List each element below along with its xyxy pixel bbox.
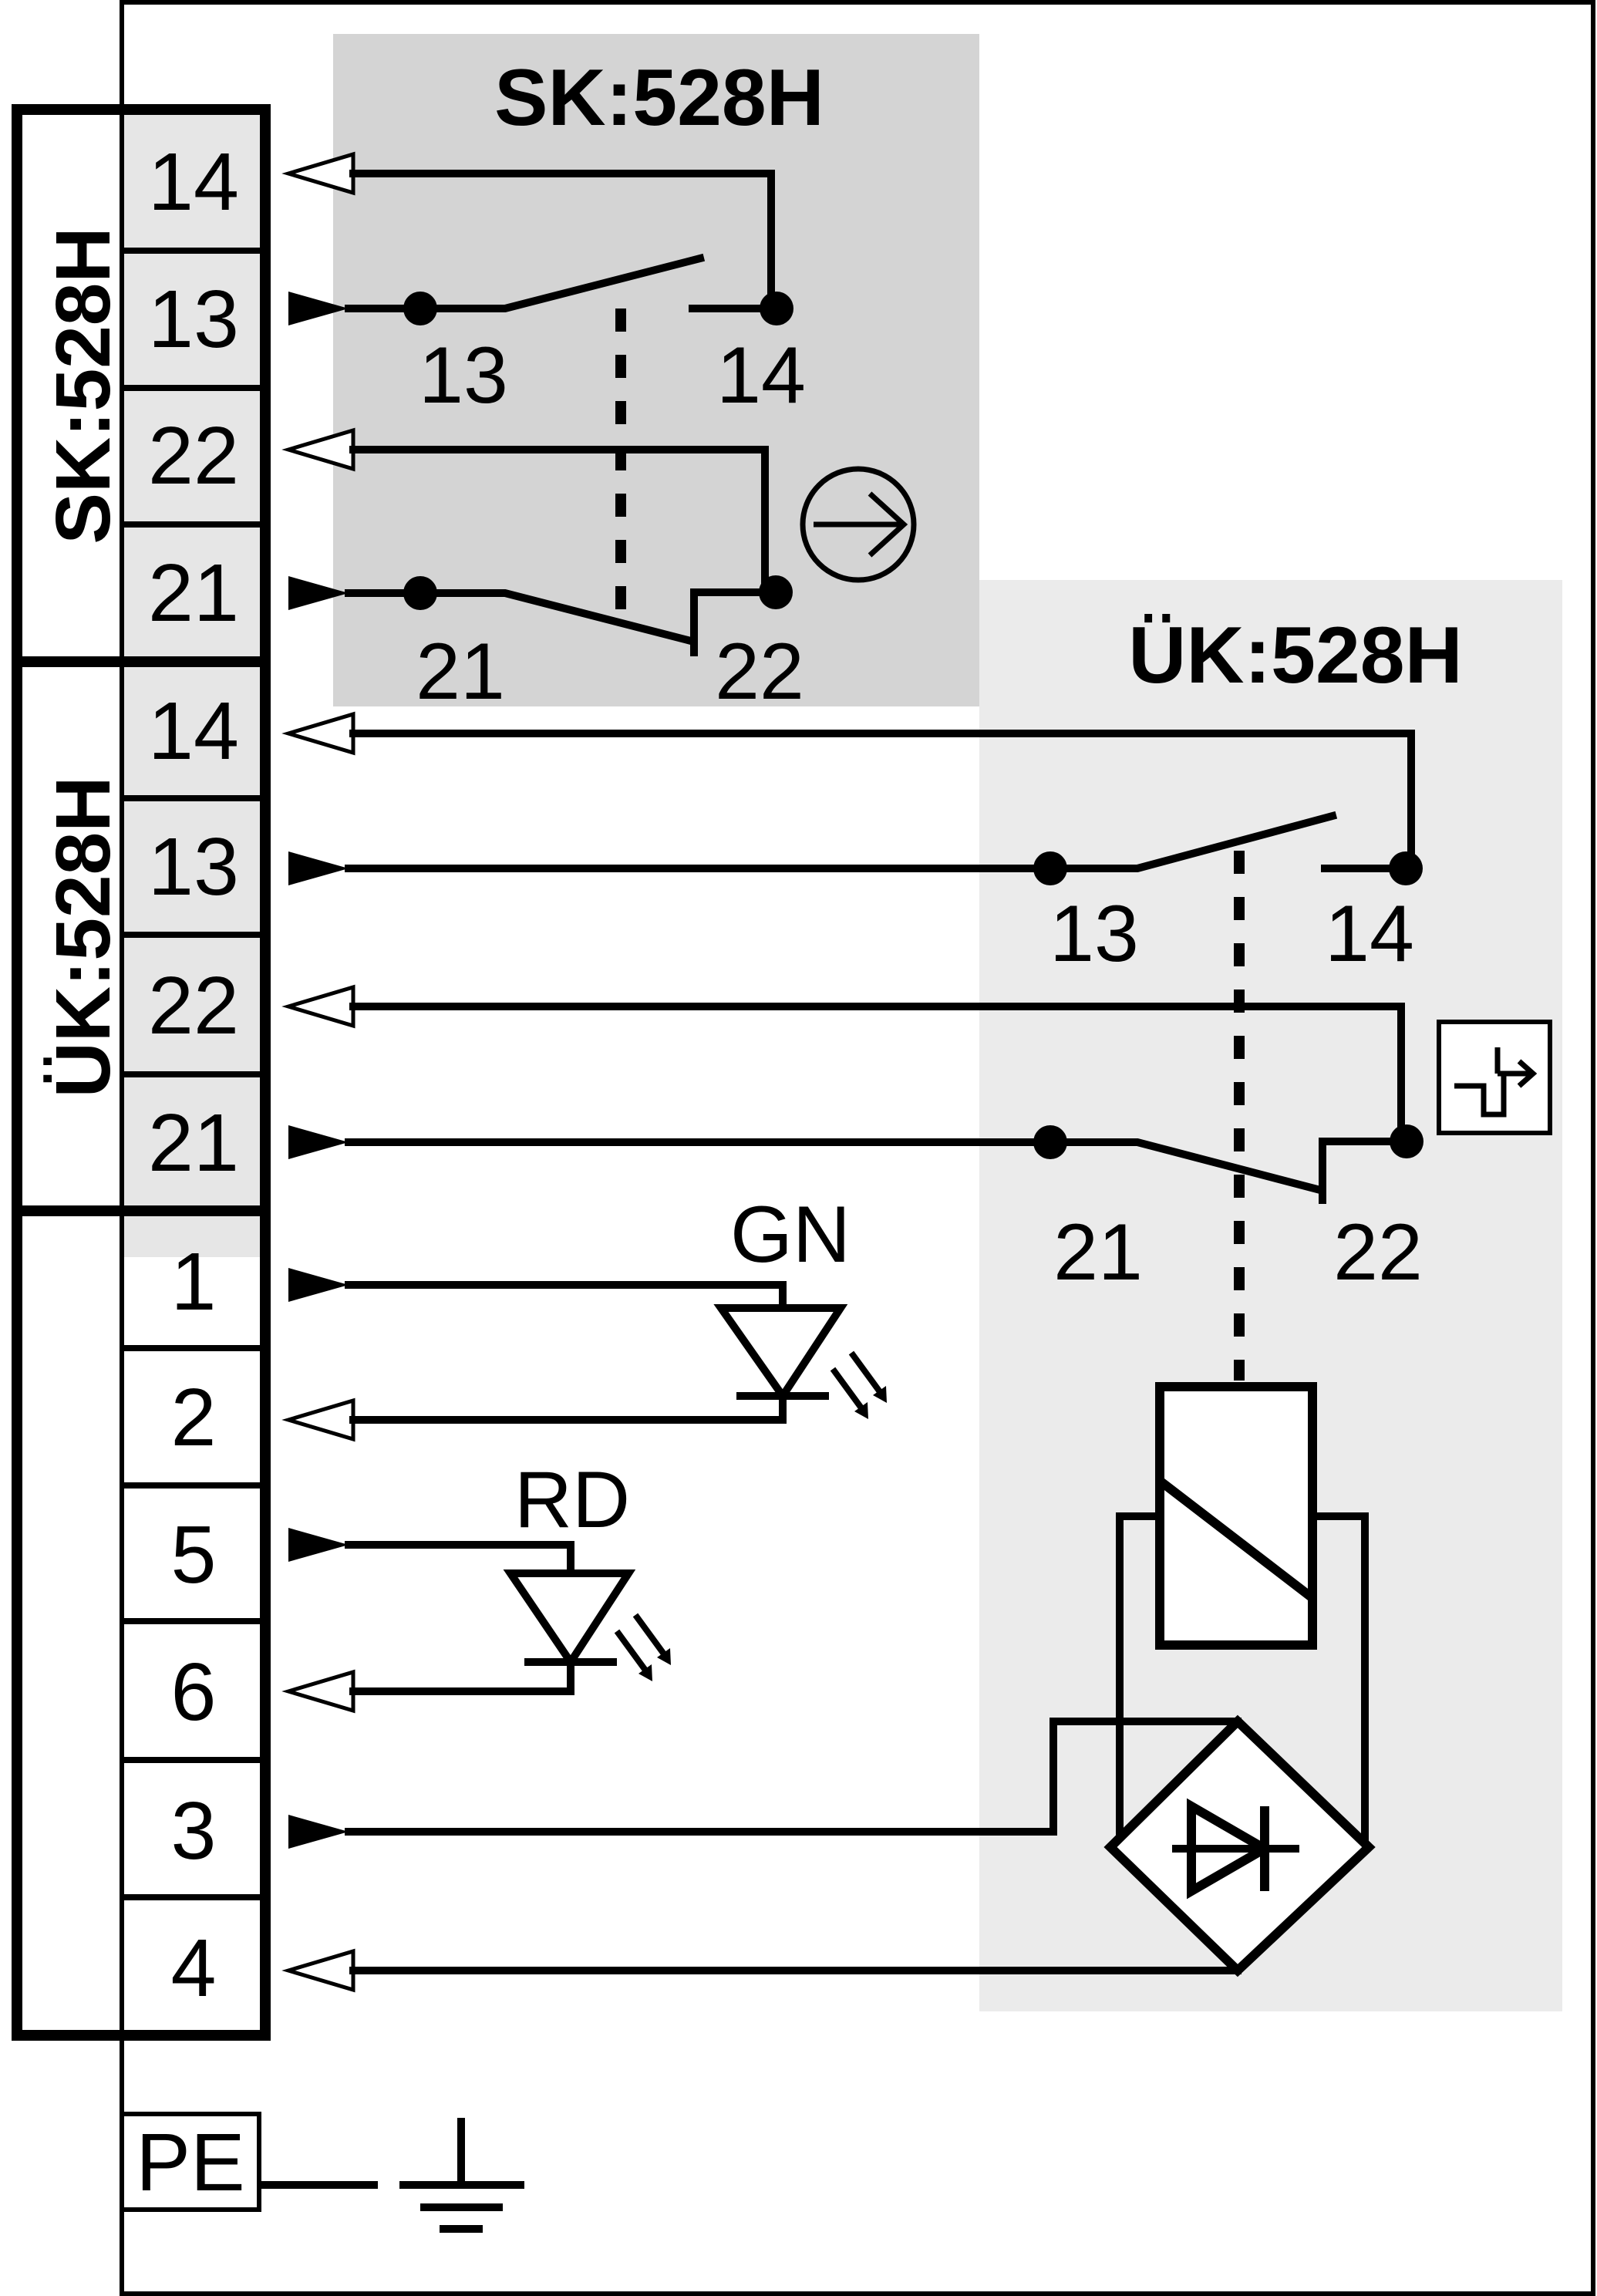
arrow-in-3 <box>288 1815 349 1849</box>
arrow-out-2 <box>281 1397 355 1442</box>
terminal-sk-22: 22 <box>148 410 239 501</box>
terminal-sk-21: 21 <box>148 548 239 639</box>
uk-label-14: 14 <box>1325 889 1414 979</box>
terminal-uk-22: 22 <box>148 960 239 1051</box>
terminal-strip <box>12 104 271 2212</box>
terminal-5: 5 <box>171 1509 217 1600</box>
sk-label-22: 22 <box>715 627 804 716</box>
sk-vertical-label: SK:528H <box>40 227 126 544</box>
arrow-out-sk-14 <box>281 151 355 196</box>
terminal-3: 3 <box>171 1785 217 1876</box>
red-led-circuit <box>345 1541 671 1695</box>
sk-block-title: SK:528H <box>494 53 824 143</box>
terminal-arrows <box>281 151 355 1993</box>
uk-label-22: 22 <box>1333 1208 1423 1297</box>
red-led-icon <box>503 1569 636 1670</box>
coil-icon <box>1155 1382 1317 1650</box>
arrow-in-sk-21 <box>288 576 349 610</box>
positive-opening-arrow-icon <box>800 466 917 583</box>
terminal-sk-13: 13 <box>148 274 239 365</box>
red-led-label: RD <box>514 1455 630 1545</box>
sk-label-13: 13 <box>419 331 508 420</box>
uk-block-title: ÜK:528H <box>1128 611 1462 700</box>
terminal-6: 6 <box>171 1647 217 1738</box>
arrow-out-uk-22 <box>281 984 355 1029</box>
uk-label-21: 21 <box>1053 1208 1143 1297</box>
earth-ground-icon <box>259 2118 524 2233</box>
solenoid-circuit <box>345 1382 1376 1977</box>
green-led-circuit <box>345 1281 887 1424</box>
terminal-2: 2 <box>171 1372 217 1463</box>
arrow-out-4 <box>281 1948 355 1993</box>
arrow-in-uk-13 <box>288 851 349 885</box>
sk-contacts <box>345 170 793 656</box>
uk-contacts <box>345 730 1423 1381</box>
arrow-out-uk-14 <box>281 711 355 756</box>
terminal-uk-14: 14 <box>148 686 239 777</box>
uk-label-13: 13 <box>1050 889 1139 979</box>
sk-label-21: 21 <box>416 627 505 716</box>
arrow-in-uk-21 <box>288 1125 349 1159</box>
arrow-in-1 <box>288 1268 349 1302</box>
sk-label-14: 14 <box>716 331 806 420</box>
terminal-sk-14: 14 <box>148 137 239 228</box>
arrow-out-sk-22 <box>281 427 355 472</box>
terminal-1: 1 <box>171 1236 217 1327</box>
uk-vertical-label: ÜK:528H <box>40 777 126 1098</box>
green-led-icon <box>713 1304 848 1403</box>
green-led-label: GN <box>730 1190 851 1279</box>
arrow-out-6 <box>281 1669 355 1714</box>
pe-label: PE <box>136 2117 244 2208</box>
terminal-4: 4 <box>171 1923 217 2014</box>
terminal-uk-13: 13 <box>148 821 239 912</box>
arrow-in-5 <box>288 1528 349 1562</box>
arrow-in-sk-13 <box>288 292 349 325</box>
terminal-uk-21: 21 <box>148 1097 239 1188</box>
interlock-actuator-icon <box>1437 1020 1552 1135</box>
